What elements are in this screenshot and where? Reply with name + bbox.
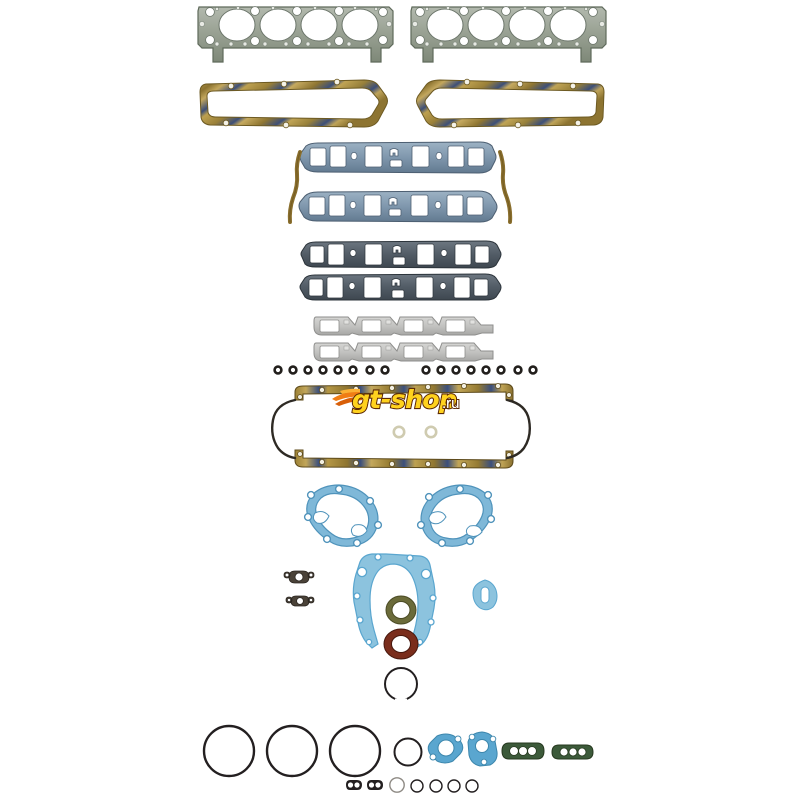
intake-manifold-gasket-blue-upper: [288, 140, 508, 178]
intake-manifold-gasket-dark-lower: [299, 270, 505, 304]
intake-manifold-gasket-dark-upper: [300, 238, 505, 272]
fuel-pump-gasket-lower: [285, 594, 315, 608]
water-outlet-gasket-round: [427, 732, 465, 766]
oring-large-1: [201, 723, 257, 779]
intake-end-seal-right: [493, 150, 515, 225]
fuel-pump-gasket-upper: [282, 569, 316, 585]
small-oring-1: [388, 776, 406, 794]
intake-end-seal-left: [286, 150, 308, 225]
water-pump-gasket-left: [295, 483, 387, 549]
oil-pan-small-washer-left: [391, 424, 407, 440]
valve-stem-seals-group-right: [420, 363, 540, 377]
valve-cover-gasket-left: [198, 78, 393, 130]
rear-main-seal-ring: [382, 665, 420, 703]
front-crank-seal-olive: [384, 594, 418, 626]
small-oring-4: [446, 778, 462, 794]
timing-cover-gasket: [348, 552, 446, 652]
valve-cover-gasket-right: [411, 78, 606, 130]
water-pump-gasket-right: [412, 483, 504, 549]
head-gasket-left: [193, 4, 398, 66]
valve-stem-seals-group-left: [272, 363, 392, 377]
small-oring-5: [464, 778, 480, 794]
oil-pan-gasket-upper-rail: [293, 382, 515, 404]
intake-manifold-gasket-blue-lower: [288, 188, 508, 226]
head-gasket-right: [406, 4, 611, 66]
oring-large-2: [264, 723, 320, 779]
small-oring-3: [428, 778, 444, 794]
front-crank-seal-red: [382, 627, 420, 661]
oil-pan-end-seal-front: [268, 398, 298, 460]
thermostat-housing-gasket-small: [471, 578, 499, 612]
exhaust-manifold-gasket-upper: [312, 313, 497, 337]
oil-pan-end-seal-rear: [504, 398, 534, 460]
oil-pan-gasket-lower-rail: [293, 448, 515, 470]
carb-base-gasket-short: [551, 742, 595, 762]
oil-pan-small-washer-right: [423, 424, 439, 440]
small-oring-2: [409, 778, 425, 794]
carb-base-gasket-long: [500, 740, 546, 762]
exhaust-manifold-gasket-lower: [312, 339, 497, 363]
water-outlet-gasket-triangular: [466, 730, 500, 768]
oval-washer-2: [366, 779, 384, 791]
oval-washer-1: [345, 779, 363, 791]
oring-large-3: [327, 723, 383, 779]
oring-medium: [392, 736, 424, 768]
